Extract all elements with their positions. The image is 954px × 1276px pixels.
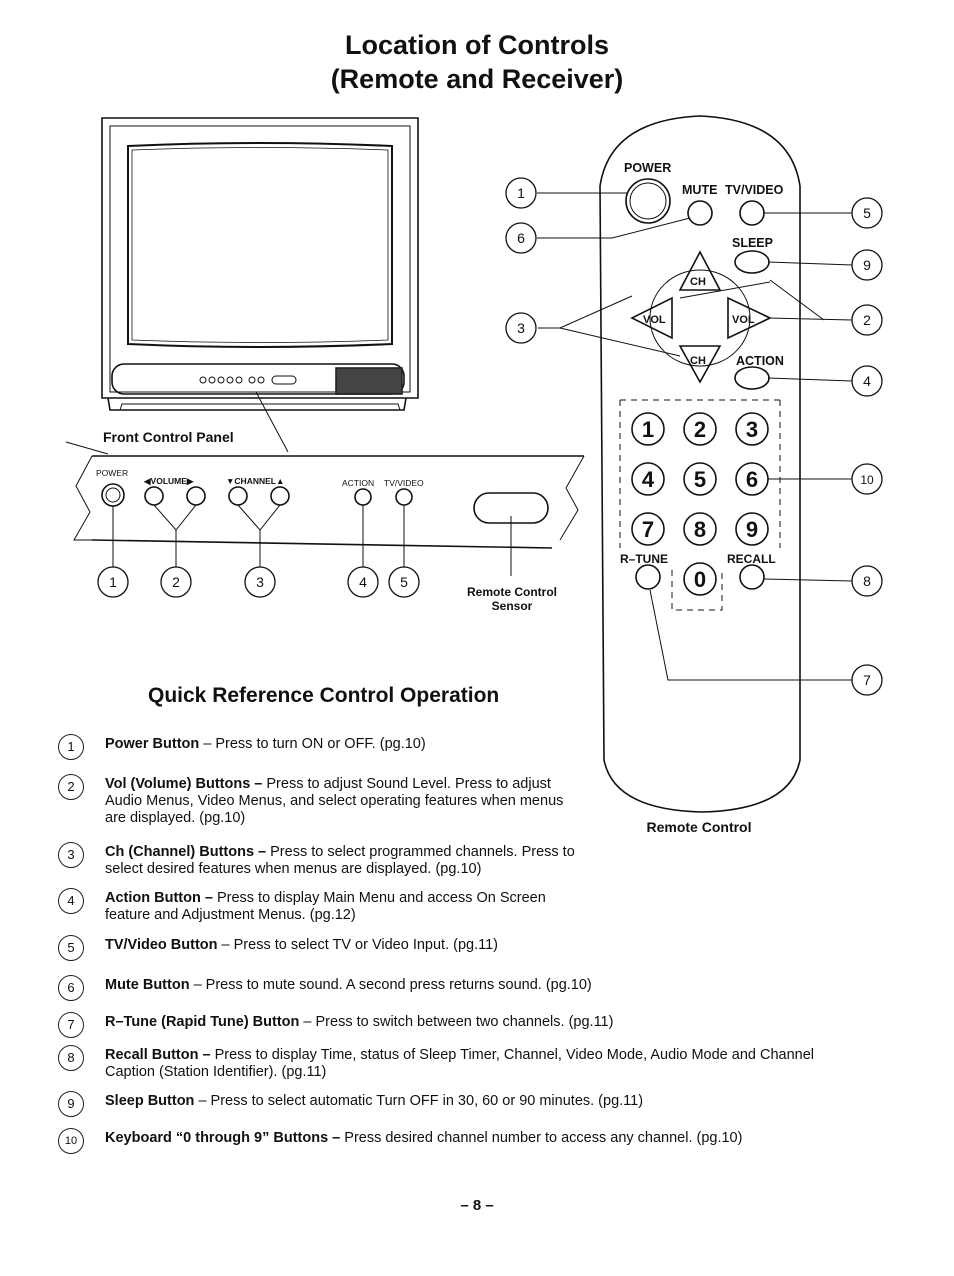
tv-callout-4: 4 <box>359 574 367 590</box>
item-title: R–Tune (Rapid Tune) Button <box>105 1014 300 1030</box>
item-title: Mute Button <box>105 977 190 993</box>
item-title: Keyboard “0 through 9” Buttons – <box>105 1130 341 1146</box>
key-6: 6 <box>746 467 758 492</box>
panel-tvvideo-label: TV/VIDEO <box>384 478 424 488</box>
item-number: 10 <box>58 1128 84 1154</box>
remote-callout-5: 5 <box>863 205 871 221</box>
panel-channel-label: ▼CHANNEL▲ <box>226 476 284 486</box>
remote-power-label: POWER <box>624 161 671 175</box>
item-number: 5 <box>58 935 84 961</box>
tv-receiver-illustration <box>65 117 419 455</box>
remote-callout-10: 10 <box>860 473 874 487</box>
item-title: Recall Button – <box>105 1047 211 1063</box>
remote-action-label: ACTION <box>736 354 784 368</box>
remote-callout-lines <box>537 192 853 681</box>
remote-ch-down-label: CH <box>690 355 706 367</box>
remote-mute-label: MUTE <box>682 183 717 197</box>
key-5: 5 <box>694 467 706 492</box>
item-text: – Press to switch between two channels. … <box>299 1014 614 1030</box>
tv-callout-5: 5 <box>400 574 408 590</box>
sensor-label-line-2: Sensor <box>492 599 533 613</box>
front-control-panel-illustration <box>73 455 585 576</box>
tv-callout-1: 1 <box>109 574 117 590</box>
item-number: 7 <box>58 1012 84 1038</box>
item-number: 9 <box>58 1091 84 1117</box>
item-text: – Press to mute sound. A second press re… <box>189 977 592 993</box>
item-text: – Press to turn ON or OFF. (pg.10) <box>199 736 426 752</box>
tv-callout-3: 3 <box>256 574 264 590</box>
item-title: TV/Video Button <box>105 937 218 953</box>
remote-control-illustration <box>599 115 801 813</box>
remote-callout-8: 8 <box>863 573 871 589</box>
item-title: Action Button – <box>105 890 213 906</box>
remote-callout-1: 1 <box>517 185 525 201</box>
item-text: Press desired channel number to access a… <box>340 1130 743 1146</box>
key-3: 3 <box>746 417 758 442</box>
key-7: 7 <box>642 517 654 542</box>
remote-ch-up-label: CH <box>690 276 706 288</box>
front-panel-label: Front Control Panel <box>103 429 234 445</box>
item-number: 6 <box>58 975 84 1001</box>
item-title: Sleep Button <box>105 1093 195 1109</box>
key-2: 2 <box>694 417 706 442</box>
item-text: Press to select programmed channels. Pre… <box>266 844 575 860</box>
item-text: Press to display Time, status of Sleep T… <box>210 1047 814 1063</box>
tv-callout-2: 2 <box>172 574 180 590</box>
item-text-line-2: Audio Menus, Video Menus, and select ope… <box>105 793 564 809</box>
page-number: – 8 – <box>460 1197 494 1214</box>
item-number: 4 <box>58 888 84 914</box>
quick-reference-heading: Quick Reference Control Operation <box>148 684 500 707</box>
remote-callout-9: 9 <box>863 257 871 273</box>
remote-callout-7: 7 <box>863 672 871 688</box>
remote-caption: Remote Control <box>647 819 752 835</box>
panel-action-label: ACTION <box>342 478 374 488</box>
item-number: 3 <box>58 842 84 868</box>
panel-volume-label: ◀VOLUME▶ <box>143 476 195 486</box>
page-title-line-2: (Remote and Receiver) <box>330 64 624 94</box>
key-8: 8 <box>694 517 706 542</box>
remote-callout-3: 3 <box>517 320 525 336</box>
item-text-line-2: select desired features when menus are d… <box>105 861 482 877</box>
key-4: 4 <box>642 467 655 492</box>
remote-callout-6: 6 <box>517 230 525 246</box>
item-title: Ch (Channel) Buttons – <box>105 844 267 860</box>
remote-vol-left-label: VOL <box>643 314 666 326</box>
item-text: – Press to select TV or Video Input. (pg… <box>217 937 498 953</box>
remote-sleep-label: SLEEP <box>732 236 773 250</box>
item-text-line-2: Caption (Station Identifier). (pg.11) <box>105 1064 327 1080</box>
panel-power-label: POWER <box>96 468 128 478</box>
item-number: 1 <box>58 734 84 760</box>
sensor-label-line-1: Remote Control <box>467 585 557 599</box>
page-title-line-1: Location of Controls <box>345 30 609 60</box>
remote-callout-2: 2 <box>863 312 871 328</box>
item-text-line-2: feature and Adjustment Menus. (pg.12) <box>105 907 356 923</box>
key-0: 0 <box>694 567 706 592</box>
key-1: 1 <box>642 417 654 442</box>
remote-callout-4: 4 <box>863 373 871 389</box>
item-text: Press to adjust Sound Level. Press to ad… <box>262 776 551 792</box>
item-title: Power Button <box>105 736 200 752</box>
remote-rtune-label: R–TUNE <box>620 552 668 566</box>
item-text: – Press to select automatic Turn OFF in … <box>194 1093 644 1109</box>
item-number: 2 <box>58 774 84 800</box>
item-text: Press to display Main Menu and access On… <box>212 890 546 906</box>
item-text-line-3: are displayed. (pg.10) <box>105 810 246 826</box>
remote-vol-right-label: VOL <box>732 314 755 326</box>
remote-tvvideo-label: TV/VIDEO <box>725 183 784 197</box>
item-number: 8 <box>58 1045 84 1071</box>
key-9: 9 <box>746 517 758 542</box>
item-title: Vol (Volume) Buttons – <box>105 776 263 792</box>
remote-recall-label: RECALL <box>727 552 776 566</box>
